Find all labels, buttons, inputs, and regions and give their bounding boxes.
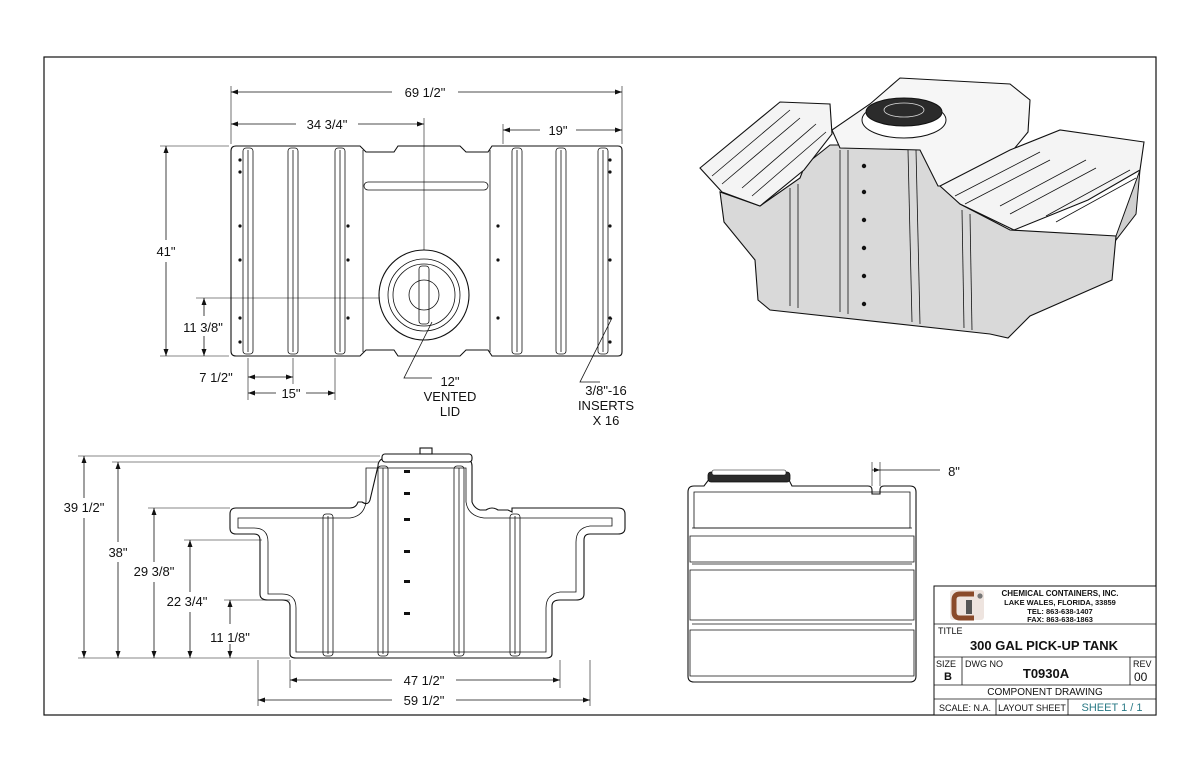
company-name: CHEMICAL CONTAINERS, INC.	[1001, 589, 1118, 598]
title-block: CHEMICAL CONTAINERS, INC. LAKE WALES, FL…	[933, 585, 1157, 716]
dim-end-width: 19"	[548, 123, 567, 138]
callout-lid-1: 12"	[440, 374, 459, 389]
drawing-type: COMPONENT DRAWING	[987, 687, 1103, 698]
dim-lid-offset: 11 3/8"	[183, 320, 223, 335]
dim-depth: 41"	[156, 244, 175, 259]
side-view: 8"	[687, 462, 960, 683]
scale-value: SCALE: N.A.	[939, 703, 991, 713]
sheet-number: SHEET 1 / 1	[1082, 702, 1143, 714]
callout-lid-2: VENTED	[424, 389, 477, 404]
dim-overall-width: 69 1/2"	[405, 85, 446, 100]
dim-insert-spacing: 15"	[281, 386, 300, 401]
dim-insert-offset: 7 1/2"	[199, 370, 233, 385]
size-label: SIZE	[936, 659, 956, 669]
dwg-number: T0930A	[1023, 666, 1070, 681]
rev-label: REV	[1133, 659, 1152, 669]
top-view: 69 1/2" 34 3/4" 19" 41" 11 3/8" 7 1/2"	[156, 85, 634, 428]
dim-side-offset: 8"	[948, 464, 960, 479]
dim-step3-height: 11 1/8"	[210, 630, 250, 645]
dim-step1-height: 29 3/8"	[134, 564, 175, 579]
company-fax: FAX: 863-638-1863	[1027, 615, 1093, 624]
sheet-border	[43, 56, 1157, 716]
dim-bottom-width: 47 1/2"	[404, 673, 445, 688]
size-value: B	[944, 671, 952, 683]
dwg-label: DWG NO	[965, 659, 1003, 669]
dim-body-height: 38"	[108, 545, 127, 560]
callout-inserts-3: X 16	[593, 413, 620, 428]
dim-step2-height: 22 3/4"	[167, 594, 208, 609]
drawing-title: 300 GAL PICK-UP TANK	[970, 638, 1119, 653]
front-view: 39 1/2" 38" 29 3/8" 22 3/4" 11 1/8" 47 1…	[64, 447, 626, 708]
company-address: LAKE WALES, FLORIDA, 33859	[1004, 598, 1116, 607]
title-label: TITLE	[938, 626, 963, 636]
callout-lid-3: LID	[440, 404, 460, 419]
dim-overall-height: 39 1/2"	[64, 500, 105, 515]
dim-front-overall-width: 59 1/2"	[404, 693, 445, 708]
dim-half-width: 34 3/4"	[307, 117, 348, 132]
callout-inserts-2: INSERTS	[578, 398, 634, 413]
callout-inserts-1: 3/8"-16	[585, 383, 626, 398]
rev-value: 00	[1134, 670, 1148, 684]
layout-sheet: LAYOUT SHEET	[998, 703, 1066, 713]
company-logo	[950, 590, 984, 621]
isometric-view	[699, 77, 1145, 339]
vented-lid	[378, 249, 470, 341]
company-tel: TEL: 863-638-1407	[1027, 607, 1092, 616]
